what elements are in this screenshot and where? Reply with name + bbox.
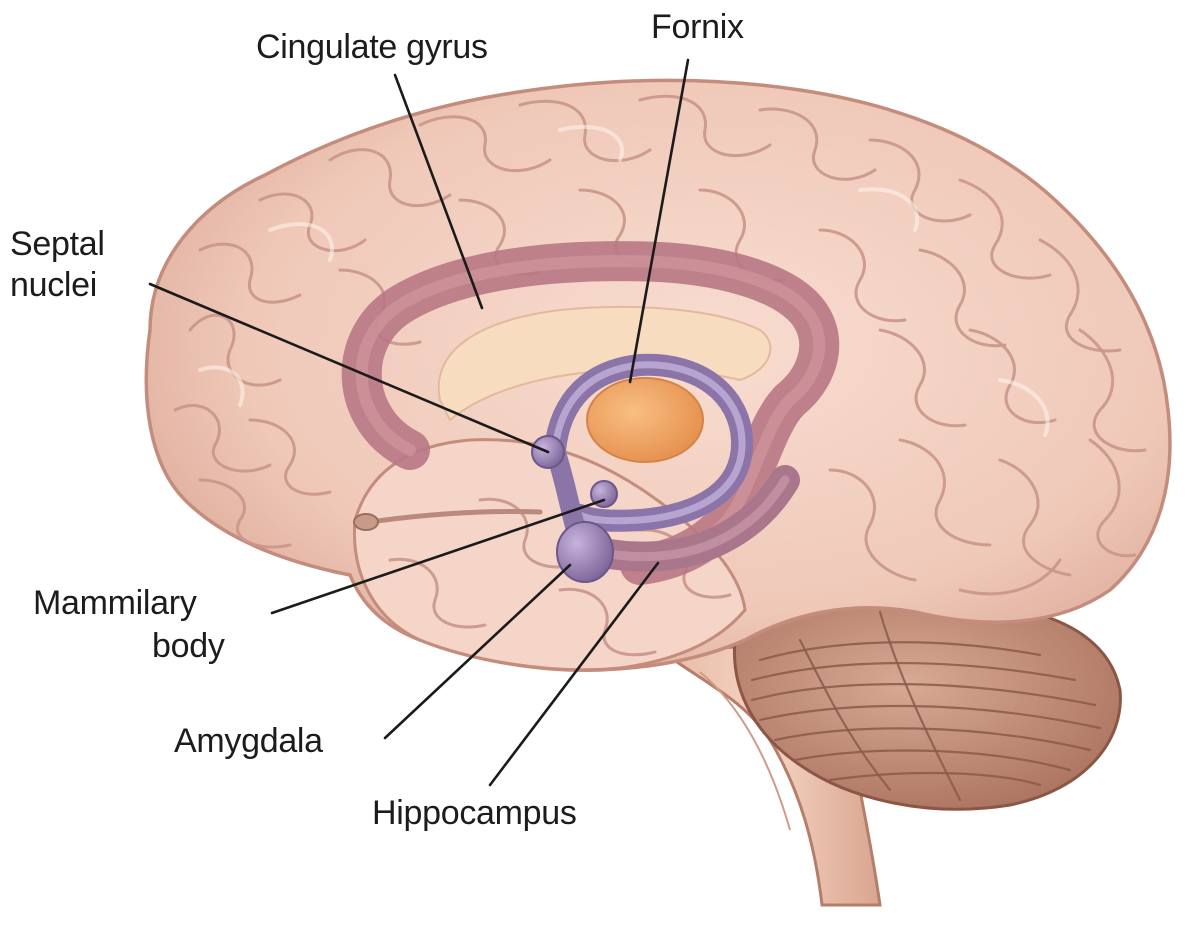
label-cingulate-gyrus: Cingulate gyrus xyxy=(256,28,488,66)
amygdala-structure xyxy=(557,522,613,582)
label-mammillary-body-line1: Mammilary xyxy=(33,584,197,622)
label-septal-nuclei-line2: nuclei xyxy=(10,266,97,304)
label-hippocampus: Hippocampus xyxy=(372,794,577,832)
thalamus xyxy=(587,378,703,462)
label-amygdala: Amygdala xyxy=(174,722,323,760)
label-mammillary-body-line2: body xyxy=(152,627,225,665)
label-fornix: Fornix xyxy=(651,8,744,46)
label-septal-nuclei-line1: Septal xyxy=(10,225,105,263)
